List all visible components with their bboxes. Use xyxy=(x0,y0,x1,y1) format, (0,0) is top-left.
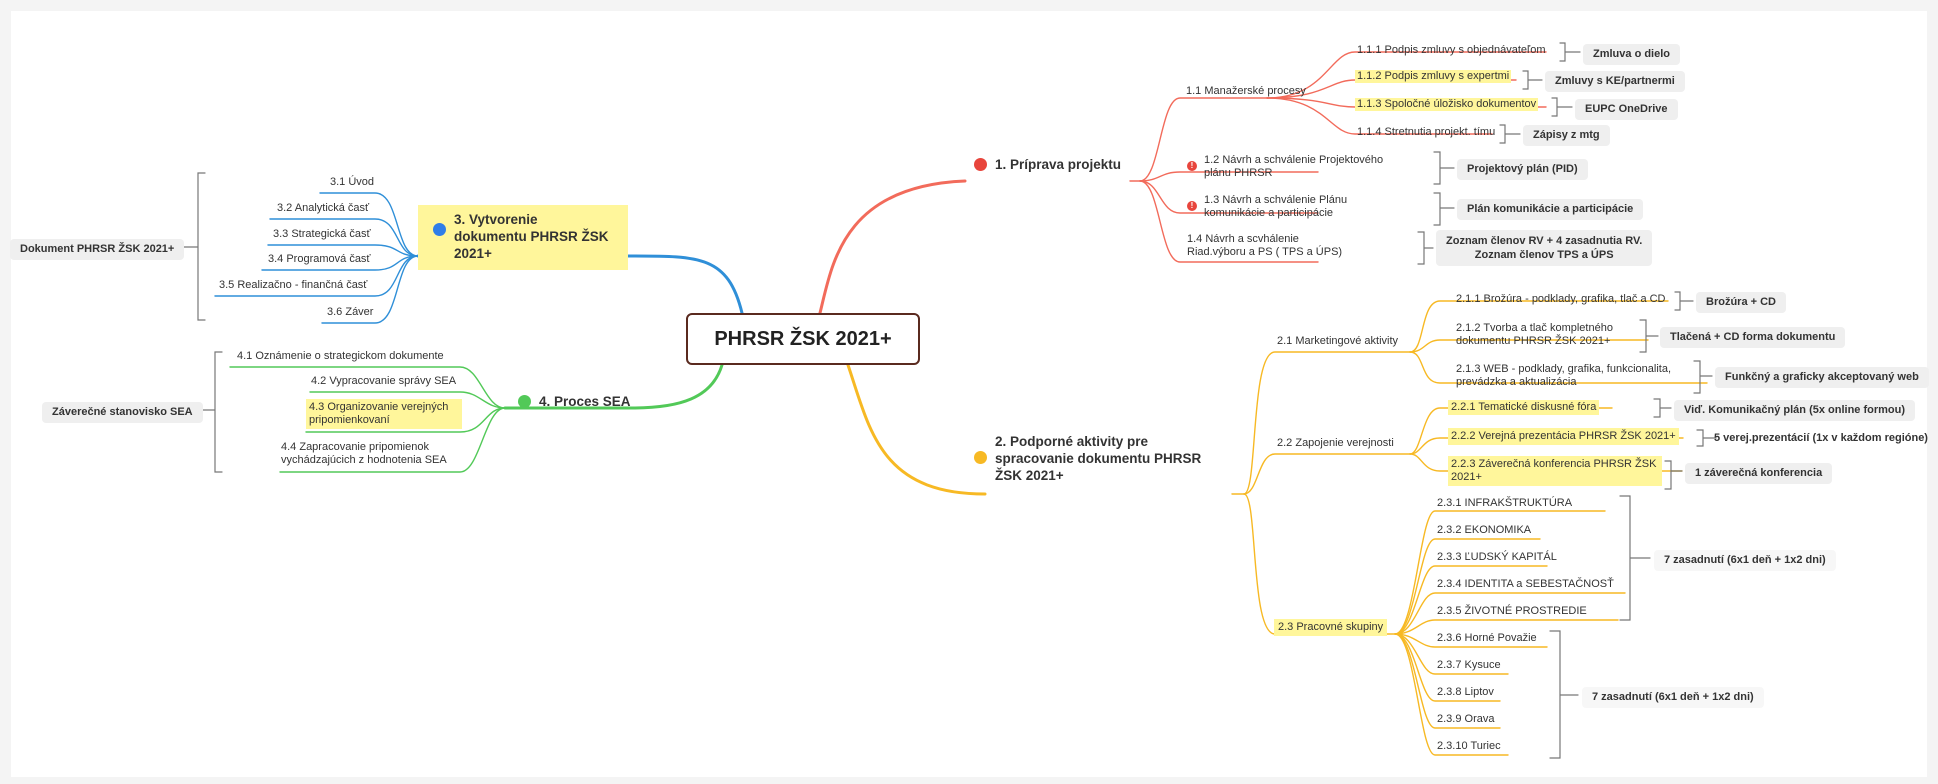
branch-4-dot-icon xyxy=(518,395,531,408)
node-1-1-2[interactable]: 1.1.2 Podpis zmluvy s expertmi xyxy=(1355,70,1512,83)
node-2-3-8[interactable]: 2.3.8 Liptov xyxy=(1437,686,1494,698)
node-3-6[interactable]: 3.6 Záver xyxy=(327,306,374,318)
node-1-1[interactable]: 1.1 Manažerské procesy xyxy=(1186,85,1306,97)
tag-1-3: Plán komunikácie a participácie xyxy=(1457,199,1644,220)
tag-2-1-3: Funkčný a graficky akceptovaný web xyxy=(1715,367,1929,388)
trunk-branch-4 xyxy=(503,363,724,410)
node-2-3[interactable]: 2.3 Pracovné skupiny xyxy=(1274,619,1388,636)
trunk-branch-1 xyxy=(818,179,967,315)
node-2-2-3[interactable]: 2.2.3 Záverečná konferencia PHRSR ŽSK 20… xyxy=(1448,456,1662,486)
tag-1-4-line-1: Zoznam členov RV + 4 zasadnutia RV. xyxy=(1446,235,1643,247)
node-1-2[interactable]: 1.2 Návrh a schválenie Projektového plán… xyxy=(1204,154,1384,179)
branch-3-dot-icon xyxy=(433,223,446,236)
tag-2-3-a: 7 zasadnutí (6x1 deň + 1x2 dni) xyxy=(1654,550,1836,571)
node-3-4[interactable]: 3.4 Programová časť xyxy=(268,253,371,265)
summary-branch-3: Dokument PHRSR ŽSK 2021+ xyxy=(10,239,185,260)
tag-1-4: Zoznam členov RV + 4 zasadnutia RV. Zozn… xyxy=(1436,230,1653,266)
tag-1-1-1: Zmluva o dielo xyxy=(1583,44,1681,65)
node-2-3-2[interactable]: 2.3.2 EKONOMIKA xyxy=(1437,524,1532,536)
root-topic[interactable]: PHRSR ŽSK 2021+ xyxy=(686,313,920,365)
branch-4-title[interactable]: 4. Proces SEA xyxy=(539,394,631,409)
node-3-5[interactable]: 3.5 Realizačno - finančná časť xyxy=(219,279,368,291)
node-2-3-1[interactable]: 2.3.1 INFRAKŠTRUKTÚRA xyxy=(1437,497,1573,509)
tag-1-1-4: Zápisy z mtg xyxy=(1523,125,1610,146)
tag-2-2-1: Viď. Komunikačný plán (5x online formou) xyxy=(1674,400,1916,421)
node-2-3-4[interactable]: 2.3.4 IDENTITA a SEBESTAČNOSŤ xyxy=(1437,578,1614,590)
node-2-1-3[interactable]: 2.1.3 WEB - podklady, grafika, funkciona… xyxy=(1456,363,1672,388)
tag-2-1-1: Brožúra + CD xyxy=(1696,292,1786,313)
node-4-3[interactable]: 4.3 Organizovanie verejných pripomienkov… xyxy=(306,399,462,429)
node-4-4[interactable]: 4.4 Zapracovanie pripomienok vychádzajúc… xyxy=(281,441,447,466)
node-2-2[interactable]: 2.2 Zapojenie verejnosti xyxy=(1277,437,1394,449)
node-3-1[interactable]: 3.1 Úvod xyxy=(330,176,375,188)
node-4-2[interactable]: 4.2 Vypracovanie správy SEA xyxy=(311,375,457,387)
node-2-3-5[interactable]: 2.3.5 ŽIVOTNÉ PROSTREDIE xyxy=(1437,605,1587,617)
tag-2-1-2: Tlačená + CD forma dokumentu xyxy=(1660,327,1846,348)
node-1-1-4[interactable]: 1.1.4 Stretnutia projekt. tímu xyxy=(1357,126,1496,138)
branch-3-title[interactable]: 3. Vytvorenie dokumentu PHRSR ŽSK 2021+ xyxy=(418,205,628,270)
node-2-3-3[interactable]: 2.3.3 ĽUDSKÝ KAPITÁL xyxy=(1437,551,1557,563)
node-1-1-3[interactable]: 1.1.3 Spoločné úložisko dokumentov xyxy=(1355,98,1539,111)
trunk-branch-3 xyxy=(416,254,744,315)
node-3-3[interactable]: 3.3 Strategická časť xyxy=(273,228,371,240)
priority-warning-icon: ! xyxy=(1187,201,1197,211)
node-3-2[interactable]: 3.2 Analytická časť xyxy=(277,202,370,214)
tag-2-3-b: 7 zasadnutí (6x1 deň + 1x2 dni) xyxy=(1582,687,1764,708)
node-2-1-2[interactable]: 2.1.2 Tvorba a tlač kompletného dokument… xyxy=(1456,322,1613,347)
node-2-3-7[interactable]: 2.3.7 Kysuce xyxy=(1437,659,1501,671)
tag-2-2-2: 5 verej.prezentácií (1x v každom regióne… xyxy=(1714,432,1928,444)
node-1-4[interactable]: 1.4 Návrh a scvhálenie Riad.výboru a PS … xyxy=(1187,233,1343,258)
node-1-3[interactable]: 1.3 Návrh a schválenie Plánu komunikácie… xyxy=(1204,194,1348,219)
node-2-3-10[interactable]: 2.3.10 Turiec xyxy=(1437,740,1501,752)
node-2-1[interactable]: 2.1 Marketingové aktivity xyxy=(1277,335,1399,347)
tag-2-2-3: 1 záverečná konferencia xyxy=(1685,463,1833,484)
node-2-2-2[interactable]: 2.2.2 Verejná prezentácia PHRSR ŽSK 2021… xyxy=(1448,428,1679,445)
branch-1-dot-icon xyxy=(974,158,987,171)
node-1-1-1[interactable]: 1.1.1 Podpis zmluvy s objednávateľom xyxy=(1357,44,1546,56)
node-2-1-1[interactable]: 2.1.1 Brožúra - podklady, grafika, tlač … xyxy=(1456,293,1666,305)
tag-1-2: Projektový plán (PID) xyxy=(1457,159,1588,180)
tag-1-4-line-2: Zoznam členov TPS a ÚPS xyxy=(1474,249,1614,261)
tag-1-1-2: Zmluvy s KE/partnermi xyxy=(1545,71,1685,92)
node-2-2-1[interactable]: 2.2.1 Tematické diskusné fóra xyxy=(1448,400,1600,415)
node-4-1[interactable]: 4.1 Oznámenie o strategickom dokumente xyxy=(237,350,444,362)
priority-warning-icon: ! xyxy=(1187,161,1197,171)
branch-2-dot-icon xyxy=(974,451,987,464)
node-2-3-6[interactable]: 2.3.6 Horné Považie xyxy=(1437,632,1537,644)
summary-branch-4: Záverečné stanovisko SEA xyxy=(42,402,203,423)
branch-1-title[interactable]: 1. Príprava projektu xyxy=(995,157,1122,172)
node-2-3-9[interactable]: 2.3.9 Orava xyxy=(1437,713,1495,725)
trunk-branch-2 xyxy=(846,363,987,496)
branch-2-title[interactable]: 2. Podporné aktivity pre spracovanie dok… xyxy=(995,434,1202,483)
tag-1-1-3: EUPC OneDrive xyxy=(1575,99,1678,120)
